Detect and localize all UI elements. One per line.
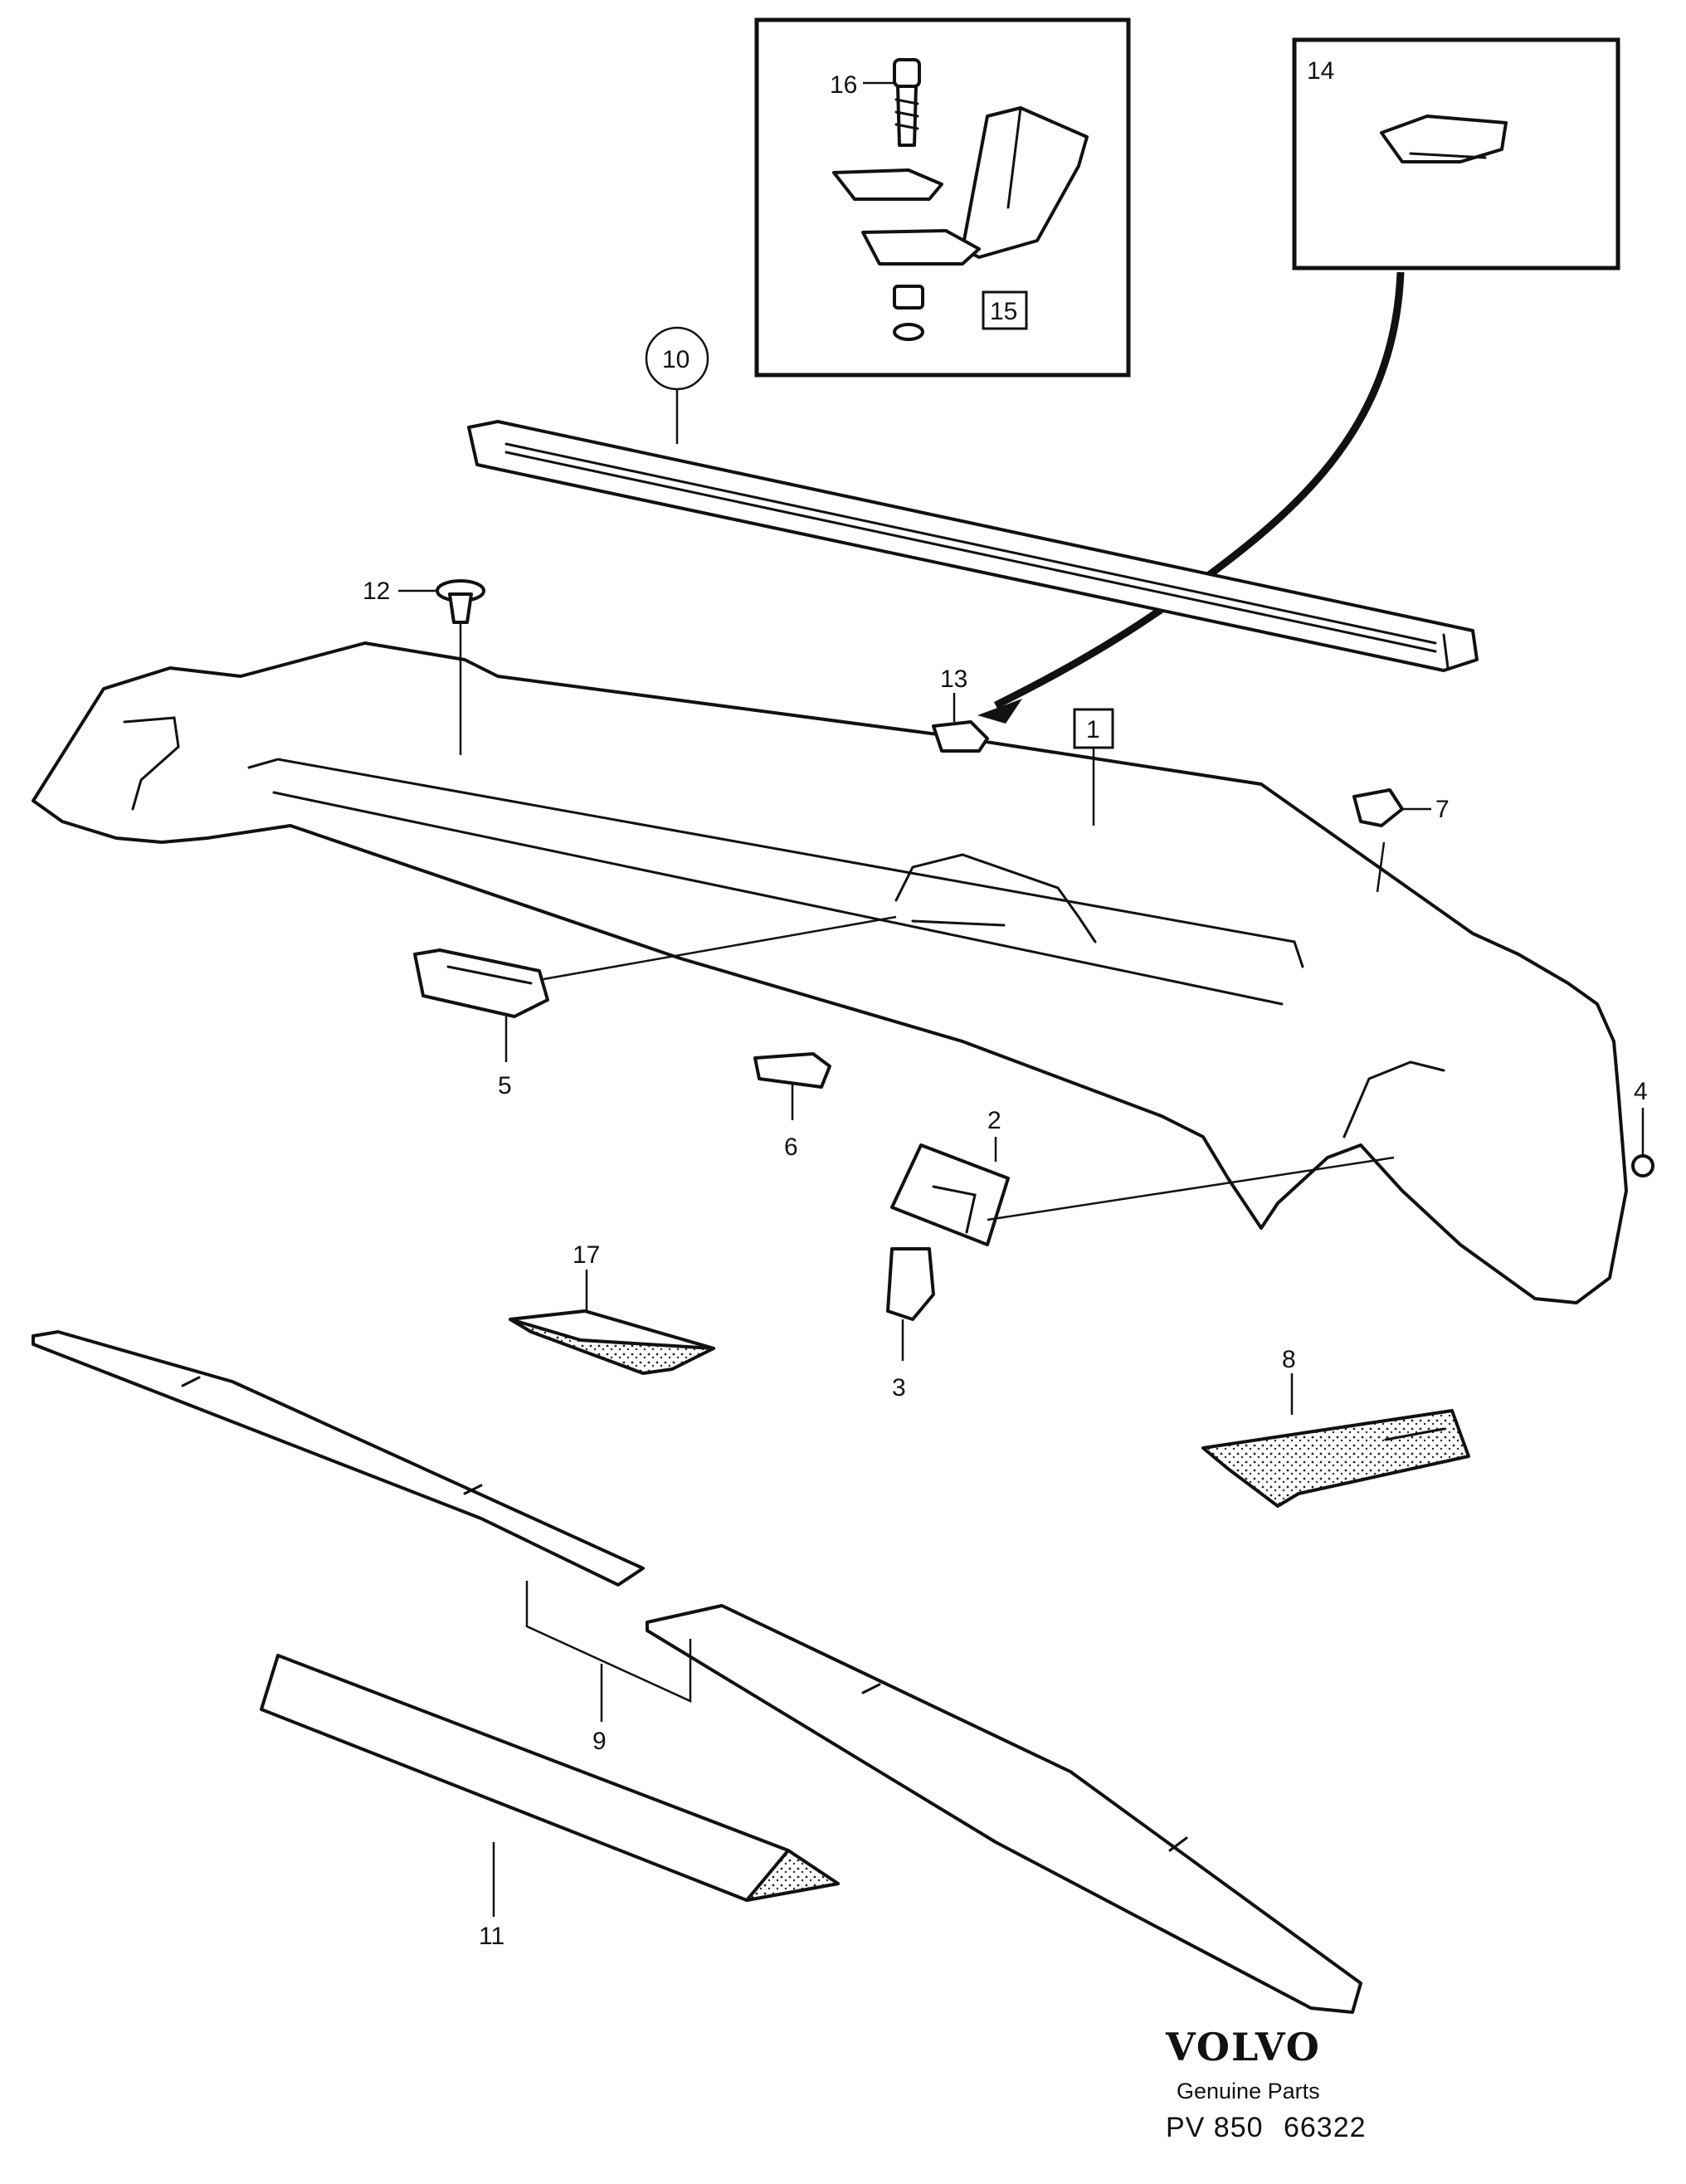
part-6-catch: 6 (753, 1052, 831, 1161)
part-12-plug: 12 (363, 578, 485, 755)
callout-5: 5 (498, 1072, 512, 1099)
part-11-foam-strip: 11 (260, 1654, 840, 1950)
part-9-strips: 9 (32, 1330, 1362, 2014)
volvo-logo: VOLVO (1166, 2025, 1321, 2069)
catalog-code-number: 66322 (1283, 2112, 1367, 2143)
callout-17: 17 (573, 1241, 600, 1269)
callout-15: 15 (990, 298, 1017, 325)
part-10-rail: 10 (467, 326, 1479, 672)
callout-4: 4 (1634, 1078, 1648, 1105)
callout-16: 16 (830, 71, 857, 99)
part-2-plate: 2 (890, 1107, 1395, 1246)
callout-12: 12 (363, 578, 390, 605)
callout-9: 9 (592, 1728, 607, 1755)
part-17-pad: 17 (509, 1241, 715, 1375)
part-8-foam-block: 8 (1201, 1346, 1470, 1508)
callout-11: 11 (479, 1923, 504, 1950)
part-5-handle: 5 (413, 915, 897, 1099)
callout-6: 6 (784, 1133, 798, 1161)
inset-box-clip: 14 (1292, 37, 1620, 271)
callout-13: 13 (940, 665, 967, 693)
part-3-clip: 3 (886, 1247, 935, 1402)
callout-1: 1 (1086, 716, 1100, 743)
callout-14: 14 (1307, 57, 1334, 85)
callout-8: 8 (1282, 1346, 1296, 1373)
callout-2: 2 (987, 1107, 1001, 1134)
part-7-clip: 7 (1352, 788, 1450, 893)
part-13-clip: 13 (932, 665, 989, 753)
inset-box-mounting: 16 15 (754, 17, 1131, 378)
part-4-nut: 4 (1631, 1078, 1654, 1177)
callout-3: 3 (892, 1374, 906, 1402)
catalog-code: PV 850 66322 (1166, 2112, 1367, 2144)
part-1-shelf (32, 641, 1628, 1304)
genuine-parts-label: Genuine Parts (1177, 2079, 1320, 2104)
callout-7: 7 (1435, 796, 1450, 823)
catalog-code-prefix: PV 850 (1166, 2112, 1264, 2143)
callout-10: 10 (662, 346, 690, 373)
